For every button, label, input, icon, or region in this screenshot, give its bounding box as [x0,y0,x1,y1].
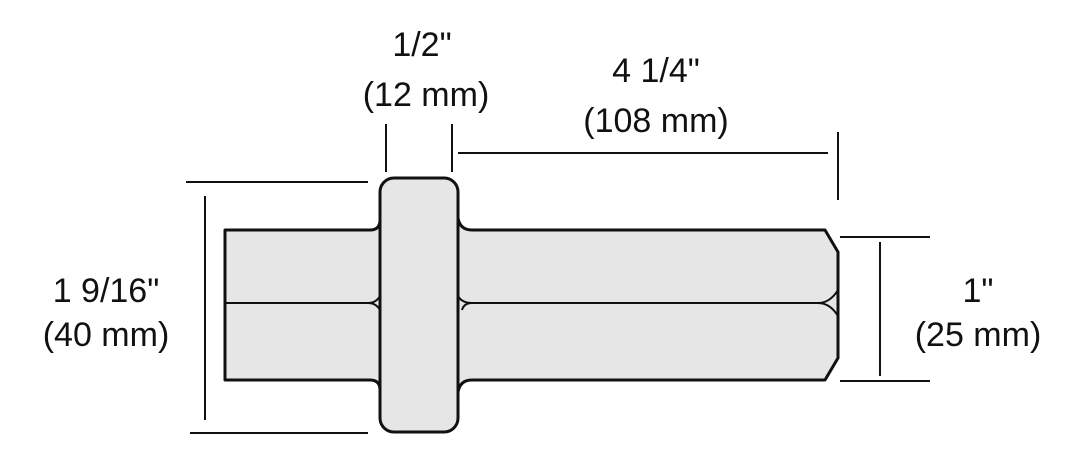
collar-diameter-imperial: 1 9/16" [53,272,160,310]
front-shank-face-line-lower [461,302,839,317]
shank-length-metric: (108 mm) [583,102,728,140]
collar-diameter-metric: (40 mm) [43,316,170,354]
front-shank [456,216,840,394]
collar [378,176,460,434]
shank-length-imperial: 4 1/4" [612,52,700,90]
collar-width-metric: (12 mm) [363,76,490,114]
collar-width-imperial: 1/2" [392,26,451,64]
front-shank-face-line [457,289,839,304]
rear-shaft-face-line-lower [367,302,381,311]
shank-diameter-imperial: 1" [963,272,994,310]
rear-shaft [223,218,382,392]
shank-diameter-metric: (25 mm) [915,316,1042,354]
